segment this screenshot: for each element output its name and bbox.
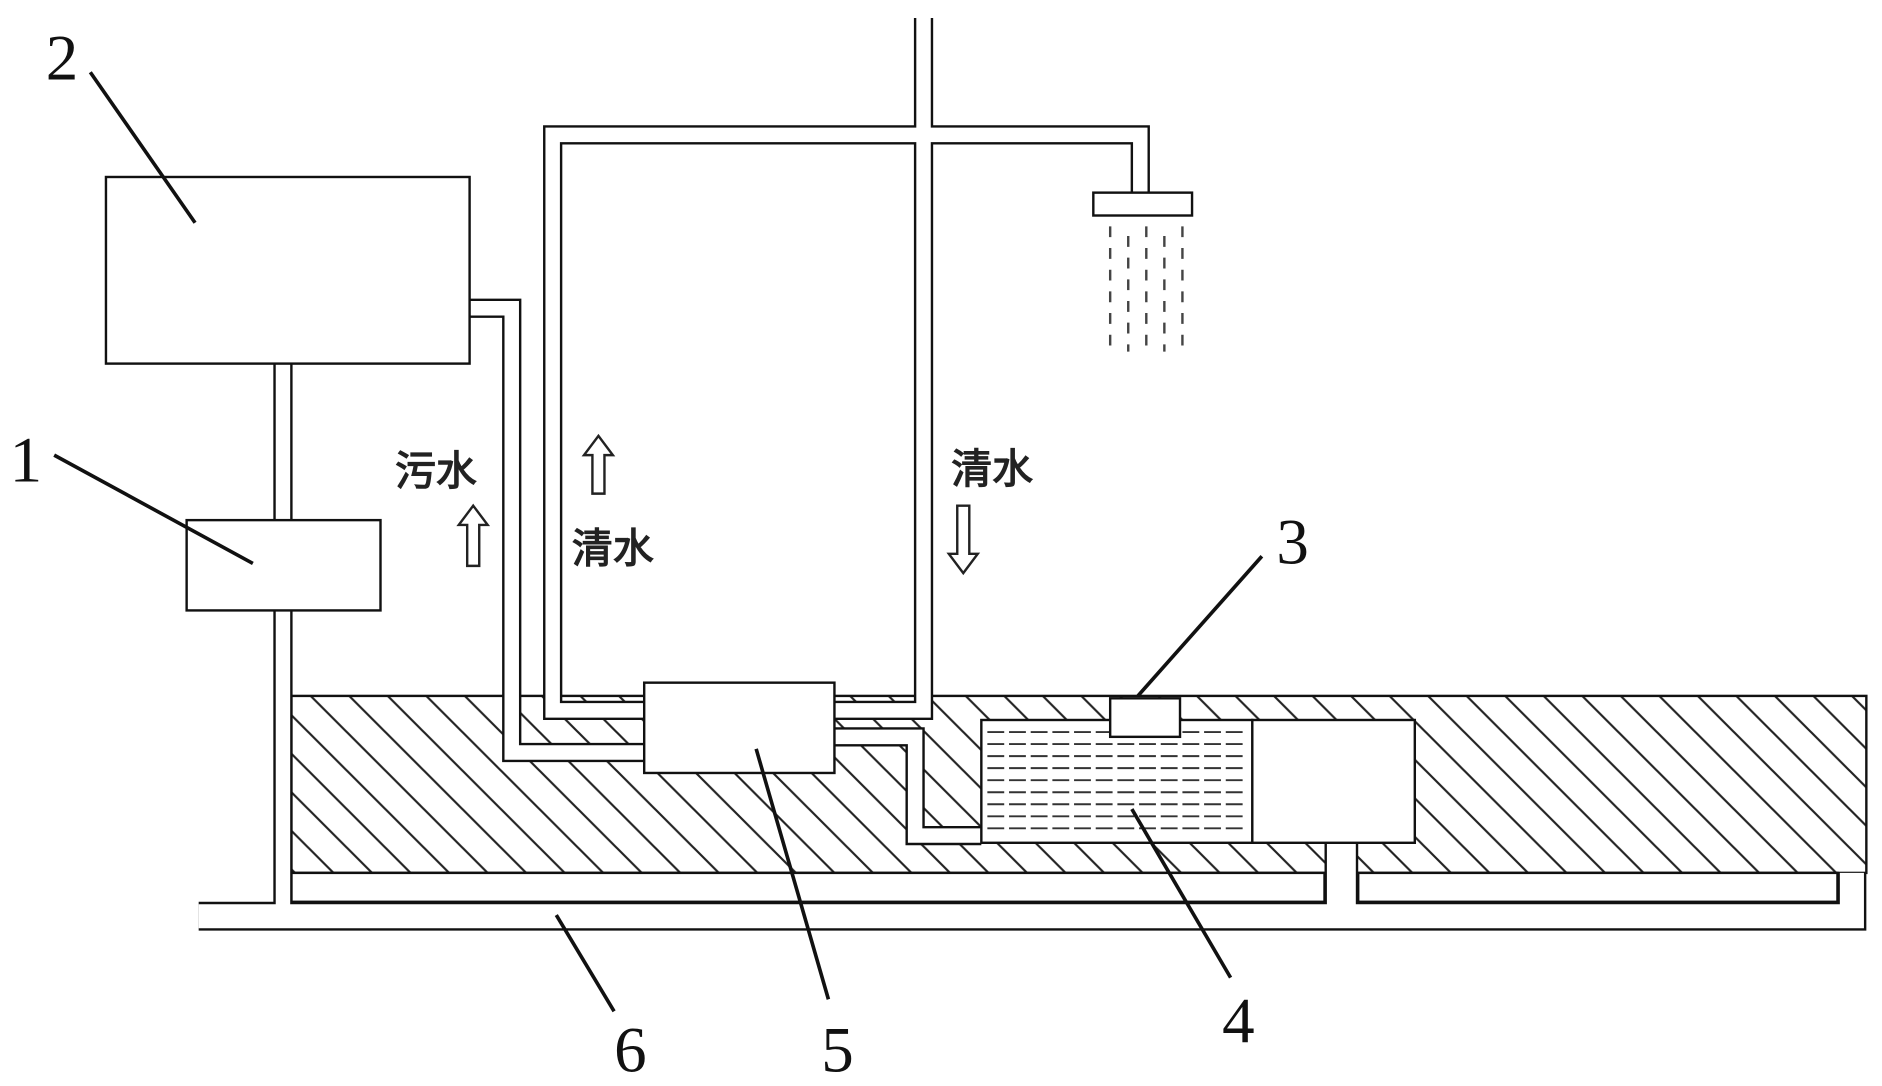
flow-up-arrow-icon (581, 433, 616, 495)
supply-pipe (834, 18, 934, 720)
callout-5: 5 (821, 1015, 854, 1086)
component-box-3 (1108, 697, 1182, 739)
leader-line-1 (53, 453, 254, 566)
component-box-2 (104, 175, 471, 365)
supply-pipe-interior (834, 18, 931, 718)
component-box-5 (642, 681, 836, 775)
flow-up-arrow-icon (456, 503, 491, 568)
outlet-pipe-interior (834, 729, 982, 843)
clean-water-loop-pipe (543, 125, 1150, 720)
leader-line-2 (88, 71, 197, 224)
sewage-pipe-interior (469, 300, 645, 760)
shower-head-icon (1092, 191, 1194, 352)
drain-chamber (1251, 718, 1417, 844)
callout-4: 4 (1222, 986, 1255, 1058)
leader-line-5 (754, 748, 831, 1000)
flow-down-arrow-icon (946, 504, 981, 576)
flow-label-middle: 清水 (572, 524, 655, 572)
under-slab-strip-left (290, 871, 1326, 903)
callout-2: 2 (46, 22, 79, 94)
tank-4-body (980, 718, 1254, 844)
flow-label-left: 污水 (395, 447, 478, 495)
clean-water-loop-pipe-interior (545, 127, 1148, 718)
leader-line-6 (554, 914, 616, 1013)
callout-3: 3 (1276, 506, 1309, 578)
leader-line-4 (1130, 808, 1233, 979)
flow-label-right: 清水 (951, 445, 1034, 493)
shower-head-plate (1092, 191, 1194, 217)
callout-1: 1 (10, 425, 43, 497)
leader-line-3 (1136, 555, 1264, 698)
tank-4 (980, 718, 1254, 844)
pipe-network-interior (198, 18, 1864, 929)
callout-6: 6 (614, 1015, 647, 1086)
under-slab-strip-right (1357, 871, 1839, 903)
component-box-1 (185, 518, 382, 612)
bottom-drain-pipe-interior (198, 872, 1864, 929)
